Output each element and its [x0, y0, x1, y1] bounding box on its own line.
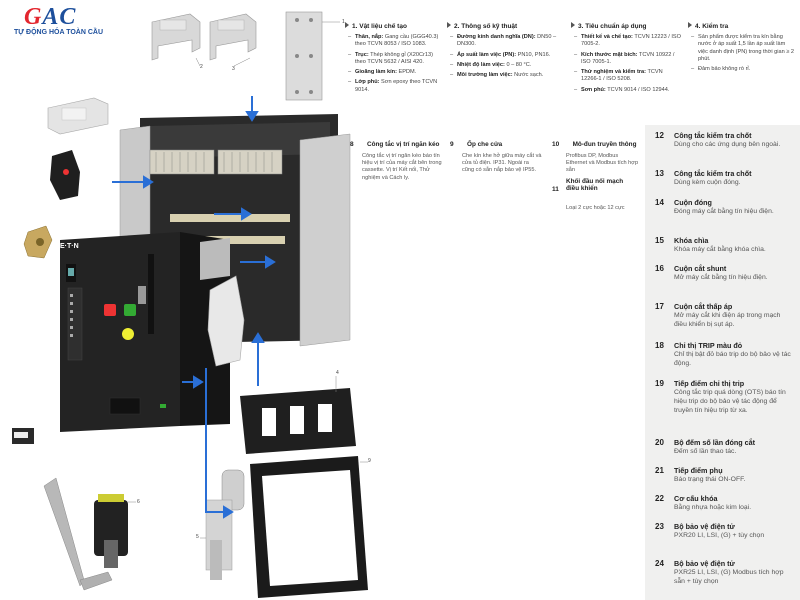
counter-part	[12, 428, 34, 444]
spec-item: Sản phẩm được kiểm tra kín bằng nước ở á…	[691, 34, 796, 63]
spec-list-1: Thân, nắp: Gang cầu (GGG40.3) theo TCVN …	[348, 34, 440, 94]
spec-item: Đường kính danh nghĩa (DN): DN50 – DN300…	[450, 34, 567, 49]
spec-item: Sơn phủ: TCVN 9014 / ISO 12944.	[574, 87, 681, 95]
spec-item: Thử nghiệm và kiểm tra: TCVN 12266-1 / I…	[574, 69, 681, 84]
bracket-part-2	[151, 13, 201, 61]
communication-module-part-4	[240, 388, 356, 454]
callout-1: 1	[342, 19, 345, 25]
callout-4: 4	[336, 370, 339, 376]
spec-item: Áp suất làm việc (PN): PN10, PN16.	[450, 52, 567, 60]
callout-3: 3	[232, 66, 235, 72]
triangle-icon	[688, 22, 692, 28]
crank-handle-part	[43, 477, 113, 591]
desc-item-10: 10 Mô-đun truyền thông Profibus DP, Modb…	[552, 141, 639, 174]
breaker-body	[60, 232, 230, 432]
logo-letters-ac: AC	[42, 4, 77, 30]
shutter-cover-part	[47, 97, 109, 135]
spec-item: Thân, nắp: Gang cầu (GGG40.3) theo TCVN …	[348, 34, 440, 49]
spec-item: Nhiệt độ làm việc: 0 – 80 °C.	[450, 62, 567, 70]
desc-item-8: 8 Công tắc vị trí ngăn kéo Công tắc vị t…	[350, 141, 442, 181]
spec-list-4: Sản phẩm được kiểm tra kín bằng nước ở á…	[691, 34, 796, 74]
spec-item: Lớp phủ: Sơn epoxy theo TCVN 9014.	[348, 79, 440, 94]
spec-title-1: 1. Vật liệu chế tạo	[345, 22, 440, 30]
spec-item: Môi trường làm việc: Nước sạch.	[450, 72, 567, 80]
plate-part-1	[285, 11, 323, 101]
logo-letter-g: G	[24, 4, 43, 30]
callout-2: 2	[200, 64, 203, 70]
spec-item: Gioăng làm kín: EPDM.	[348, 69, 440, 77]
key-lock-part	[50, 150, 80, 200]
device-brand-label: E·T·N	[60, 243, 79, 250]
spec-column-2: 2. Thông số kỹ thuật Đường kính danh ngh…	[447, 22, 567, 82]
callout-5: 5	[196, 534, 199, 540]
mechanism-module	[200, 238, 245, 367]
triangle-icon	[345, 22, 349, 28]
spec-column-1: 1. Vật liệu chế tạo Thân, nắp: Gang cầu …	[345, 22, 440, 97]
spec-item: Thiết kế và chế tạo: TCVN 12223 / ISO 70…	[574, 34, 681, 49]
motor-operator-part	[205, 469, 245, 580]
spec-column-3: 3. Tiêu chuẩn áp dụng Thiết kế và chế tạ…	[571, 22, 681, 97]
logo-tagline: TỰ ĐỘNG HÓA TOÀN CẦU	[14, 29, 104, 36]
spec-list-3: Thiết kế và chế tạo: TCVN 12223 / ISO 70…	[574, 34, 681, 95]
callout-6: 6	[137, 499, 140, 505]
blue-arrows	[112, 96, 276, 519]
spec-item: Kích thước mặt bích: TCVN 10922 / ISO 70…	[574, 52, 681, 67]
spec-title-3: 3. Tiêu chuẩn áp dụng	[571, 22, 681, 30]
spec-title-2: 2. Thông số kỹ thuật	[447, 22, 567, 30]
bracket-part-3	[209, 13, 257, 61]
control-terminal-part	[94, 494, 128, 568]
latch-part	[23, 225, 53, 259]
triangle-icon	[571, 22, 575, 28]
spec-item: Đảm bảo không rò rỉ.	[691, 66, 796, 74]
door-flange-part-9	[250, 456, 368, 598]
triangle-icon	[447, 22, 451, 28]
desc-item-9: 9 Ốp che cửa Che kín khe hở giữa máy cắt…	[450, 141, 542, 174]
spec-column-4: 4. Kiểm tra Sản phẩm được kiểm tra kín b…	[688, 22, 796, 76]
gac-logo-mark: GAC	[24, 4, 76, 31]
spec-title-4: 4. Kiểm tra	[688, 22, 796, 30]
gac-logo: GAC TỰ ĐỘNG HÓA TOÀN CẦU	[6, 4, 126, 38]
spec-item: Trục: Thép không gỉ (X20Cr13) theo TCVN …	[348, 52, 440, 67]
exploded-view-illustration	[12, 11, 368, 598]
spec-list-2: Đường kính danh nghĩa (DN): DN50 – DN300…	[450, 34, 567, 80]
callout-9: 9	[368, 458, 371, 464]
